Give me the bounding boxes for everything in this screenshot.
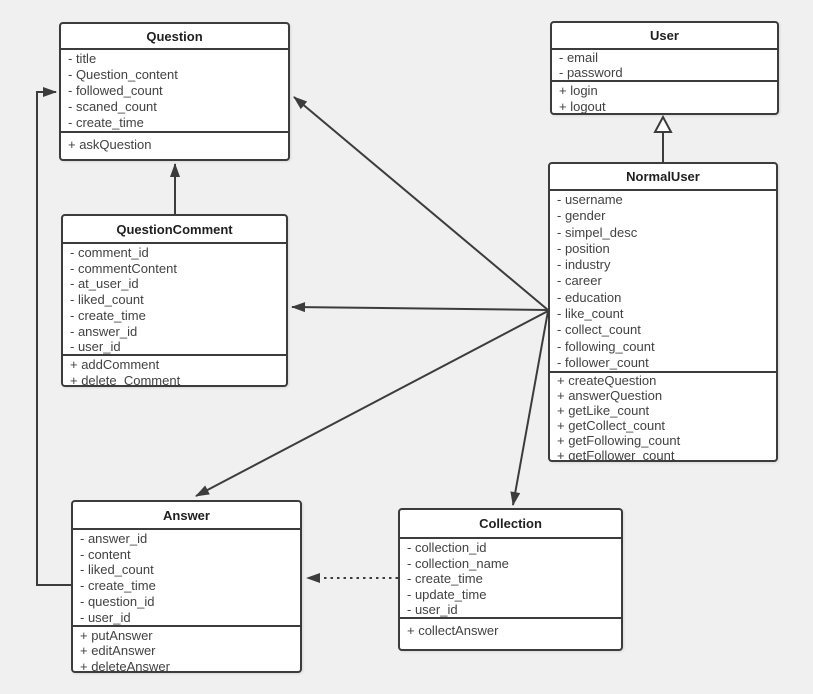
attribute-row: - simpel_desc — [557, 224, 638, 240]
attribute-row: - user_id — [407, 602, 458, 617]
attribute-row: - collection_name — [407, 555, 509, 571]
attribute-row: - create_time — [80, 578, 156, 594]
attribute-row: - at_user_id — [70, 276, 139, 292]
connector-inheritance-normaluser-user[interactable] — [653, 114, 673, 162]
attributes-section: - answer_id- content- liked_count- creat… — [73, 530, 300, 627]
method-row: + getLike_count — [557, 402, 650, 418]
attribute-row: - answer_id — [70, 323, 138, 339]
connector-answer-question[interactable] — [36, 87, 71, 586]
class-box-answer[interactable]: Answer - answer_id- content- liked_count… — [71, 500, 302, 673]
class-box-question[interactable]: Question - title- Question_content- foll… — [59, 22, 290, 161]
class-title: User — [552, 23, 777, 50]
attribute-row: - email — [559, 50, 599, 65]
attribute-row: - liked_count — [80, 562, 154, 578]
attribute-row: - education — [557, 289, 622, 305]
attributes-section: - title- Question_content- followed_coun… — [61, 50, 288, 133]
attribute-row: - liked_count — [70, 292, 144, 308]
method-row: + getFollower_count — [557, 447, 675, 460]
methods-section: + createQuestion+ answerQuestion+ getLik… — [550, 373, 776, 460]
connector-normaluser-answer[interactable] — [195, 310, 549, 497]
method-row: + askQuestion — [68, 137, 152, 152]
attribute-row: - user_id — [70, 339, 121, 355]
connector-normaluser-question[interactable] — [293, 96, 549, 311]
attribute-row: - update_time — [407, 586, 487, 602]
method-row: + deleteAnswer — [80, 658, 170, 671]
attribute-row: - answer_id — [80, 531, 148, 546]
methods-section: + putAnswer+ editAnswer+ deleteAnswer — [73, 627, 300, 671]
attribute-row: - career — [557, 273, 602, 289]
attribute-row: - username — [557, 192, 623, 207]
attribute-row: - followed_count — [68, 83, 163, 99]
hollow-triangle-arrowhead — [653, 114, 673, 133]
attribute-row: - title — [68, 51, 97, 66]
methods-section: + collectAnswer — [400, 619, 621, 649]
method-row: + login — [559, 83, 598, 98]
attribute-row: - gender — [557, 208, 606, 224]
class-box-question-comment[interactable]: QuestionComment - comment_id- commentCon… — [61, 214, 288, 387]
class-title: NormalUser — [550, 164, 776, 191]
attribute-row: - scaned_count — [68, 99, 157, 115]
method-row: + putAnswer — [80, 628, 153, 643]
class-title: Collection — [400, 510, 621, 539]
attribute-row: - like_count — [557, 306, 624, 322]
method-row: + answerQuestion — [557, 387, 663, 403]
class-box-normal-user[interactable]: NormalUser - username- gender- simpel_de… — [548, 162, 778, 462]
attribute-row: - follower_count — [557, 354, 649, 370]
method-row: + addComment — [70, 357, 160, 372]
attributes-section: - username- gender- simpel_desc- positio… — [550, 191, 776, 373]
attribute-row: - user_id — [80, 609, 131, 625]
connector-normaluser-questioncomment[interactable] — [291, 302, 549, 313]
methods-section: + login+ logout — [552, 82, 777, 113]
attribute-row: - create_time — [70, 307, 146, 323]
methods-section: + askQuestion — [61, 133, 288, 159]
method-row: + logout — [559, 99, 606, 113]
method-row: + getCollect_count — [557, 417, 666, 433]
attribute-row: - position — [557, 240, 610, 256]
attribute-row: - Question_content — [68, 67, 178, 83]
attribute-row: - following_count — [557, 338, 655, 354]
class-box-user[interactable]: User - email- password + login+ logout — [550, 21, 779, 115]
method-row: + editAnswer — [80, 643, 156, 659]
attribute-row: - collect_count — [557, 322, 641, 338]
class-title: Answer — [73, 502, 300, 530]
attribute-row: - commentContent — [70, 260, 177, 276]
class-title: QuestionComment — [63, 216, 286, 244]
method-row: + collectAnswer — [407, 623, 499, 638]
attribute-row: - industry — [557, 257, 611, 273]
method-row: + getFollowing_count — [557, 432, 681, 448]
attribute-row: - question_id — [80, 593, 155, 609]
class-box-collection[interactable]: Collection - collection_id- collection_n… — [398, 508, 623, 651]
attribute-row: - create_time — [407, 571, 483, 586]
attribute-row: - collection_id — [407, 540, 487, 555]
class-title: Question — [61, 24, 288, 50]
attributes-section: - email- password — [552, 50, 777, 82]
attribute-row: - content — [80, 546, 131, 562]
method-row: + createQuestion — [557, 373, 657, 388]
attribute-row: - comment_id — [70, 245, 149, 260]
methods-section: + addComment+ delete_Comment — [63, 356, 286, 385]
attribute-row: - password — [559, 65, 623, 80]
method-row: + delete_Comment — [70, 372, 181, 386]
attributes-section: - comment_id- commentContent- at_user_id… — [63, 244, 286, 356]
connector-normaluser-collection[interactable] — [510, 310, 549, 506]
attribute-row: - create_time — [68, 115, 144, 131]
attributes-section: - collection_id- collection_name- create… — [400, 539, 621, 619]
